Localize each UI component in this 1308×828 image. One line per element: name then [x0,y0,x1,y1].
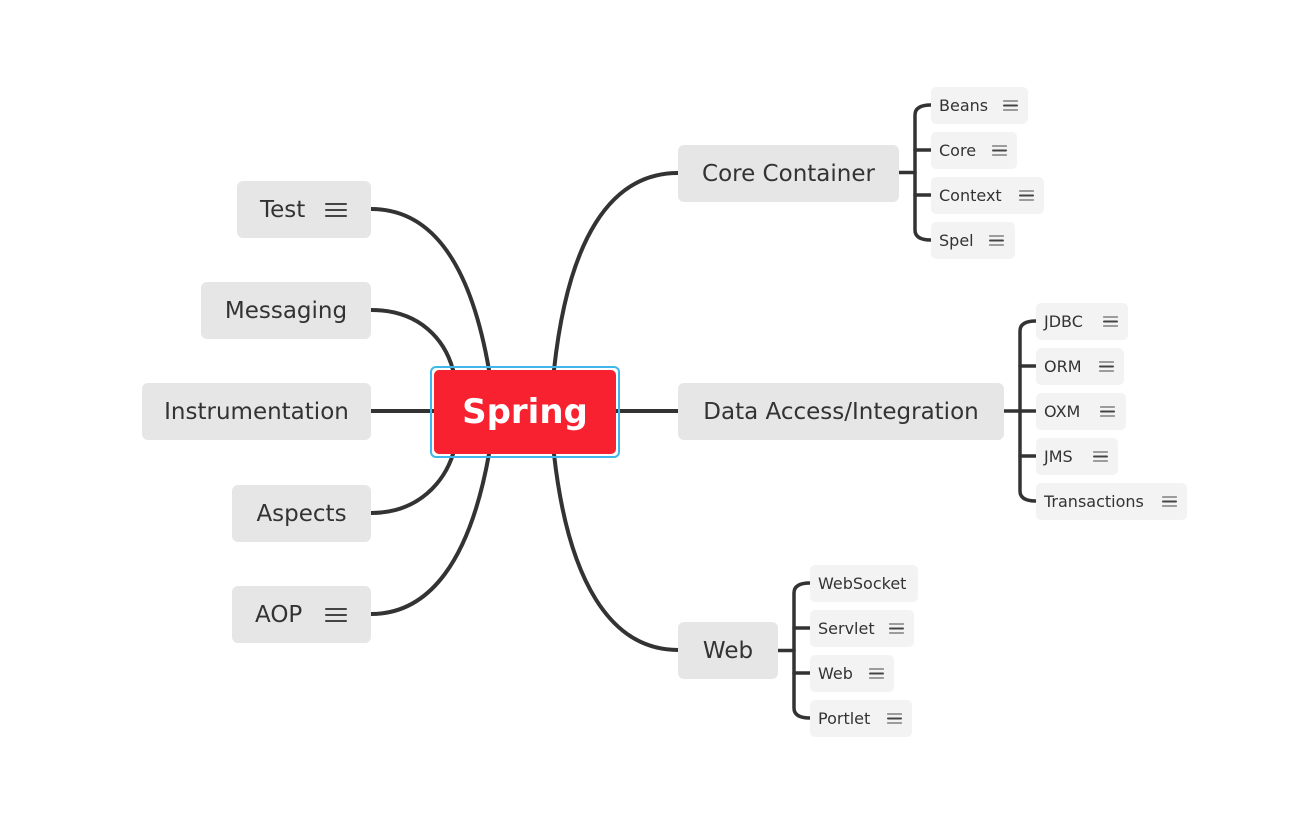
subtopic-label: Portlet [818,709,871,728]
subtopic-servlet[interactable]: Servlet [810,610,914,647]
connector-root-aop [369,452,491,616]
notes-icon[interactable] [1100,406,1115,417]
topic-web[interactable]: Web [678,622,778,679]
subtopic-label: Servlet [818,619,875,638]
notes-icon[interactable] [869,668,884,679]
topic-label: Core Container [702,160,875,187]
notes-icon[interactable] [1162,496,1177,507]
connector-root-messaging [369,308,455,372]
subtopic-jms[interactable]: JMS [1036,438,1118,475]
notes-icon[interactable] [889,623,904,634]
subtopic-web[interactable]: Web [810,655,894,692]
subtopic-label: Transactions [1044,492,1144,511]
root-selection-frame [430,366,620,458]
bracket-web-trunk [792,581,812,720]
subtopic-core[interactable]: Core [931,132,1017,169]
subtopic-spel[interactable]: Spel [931,222,1015,259]
subtopic-label: JMS [1044,447,1073,466]
topic-label: AOP [255,601,303,628]
connector-root-aspects [369,452,455,515]
subtopic-label: Beans [939,96,989,115]
subtopic-context[interactable]: Context [931,177,1044,214]
subtopic-oxm[interactable]: OXM [1036,393,1126,430]
subtopic-label: Context [939,186,1002,205]
topic-label: Messaging [224,297,348,324]
subtopic-label: ORM [1044,357,1082,376]
notes-icon[interactable] [1099,361,1114,372]
subtopic-jdbc[interactable]: JDBC [1036,303,1128,340]
notes-icon[interactable] [1019,190,1034,201]
connector-root-test [369,207,491,372]
notes-icon[interactable] [1103,316,1118,327]
topic-label: Web [702,637,754,664]
topic-label: Instrumentation [164,398,349,425]
subtopic-orm[interactable]: ORM [1036,348,1124,385]
subtopic-portlet[interactable]: Portlet [810,700,912,737]
topic-data-access-integration[interactable]: Data Access/Integration [678,383,1004,440]
subtopic-label: OXM [1044,402,1081,421]
topic-test[interactable]: Test [237,181,371,238]
topic-core-container[interactable]: Core Container [678,145,899,202]
bracket-core-container-trunk [913,103,933,242]
subtopic-label: Spel [939,231,974,250]
connector-root-web [552,452,680,652]
notes-icon[interactable] [325,202,347,217]
notes-icon[interactable] [1093,451,1108,462]
subtopic-label: JDBC [1044,312,1083,331]
notes-icon[interactable] [887,713,902,724]
connector-root-core-container [552,171,680,372]
topic-label: Aspects [256,500,347,527]
notes-icon[interactable] [989,235,1004,246]
subtopic-websocket[interactable]: WebSocket [810,565,918,602]
notes-icon[interactable] [325,607,347,622]
subtopic-beans[interactable]: Beans [931,87,1028,124]
notes-icon[interactable] [992,145,1007,156]
subtopic-label: Web [818,664,853,683]
topic-label: Test [260,196,306,223]
subtopic-label: WebSocket [818,574,907,593]
topic-instrumentation[interactable]: Instrumentation [142,383,371,440]
topic-messaging[interactable]: Messaging [201,282,371,339]
notes-icon[interactable] [1003,100,1018,111]
topic-aspects[interactable]: Aspects [232,485,371,542]
root-topic[interactable]: Spring [434,370,616,454]
root-topic-label: Spring [462,392,588,432]
topic-label: Data Access/Integration [703,398,979,425]
topic-aop[interactable]: AOP [232,586,371,643]
subtopic-label: Core [939,141,977,160]
subtopic-transactions[interactable]: Transactions [1036,483,1187,520]
